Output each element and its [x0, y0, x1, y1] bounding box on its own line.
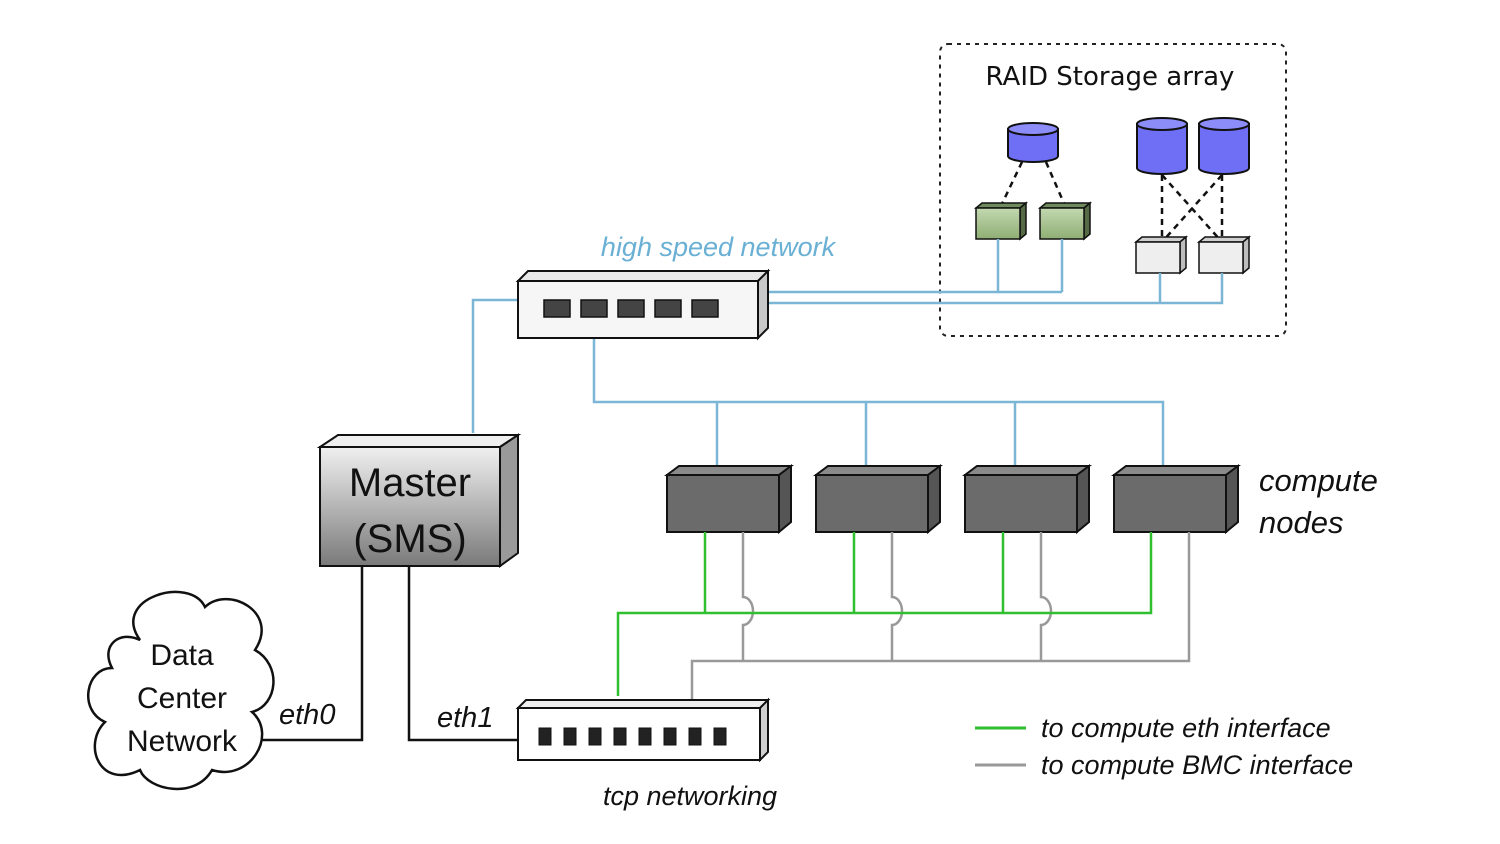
- data-center-network-label: Network: [127, 725, 238, 758]
- legend-eth-label: to compute eth interface: [1041, 713, 1331, 743]
- compute-nodes-label: compute: [1259, 463, 1378, 498]
- storage-controller-icon: [1037, 201, 1093, 241]
- tcp-networking-label: tcp networking: [603, 781, 777, 811]
- disk-icon: [1198, 117, 1250, 175]
- high-speed-switch: [515, 268, 771, 341]
- eth1-label: eth1: [437, 702, 493, 734]
- storage-controller-icon: [1133, 235, 1189, 275]
- disk-icon: [1136, 117, 1188, 175]
- switch-ports: [538, 727, 727, 746]
- compute-node: [813, 464, 943, 535]
- data-center-links: [262, 566, 518, 742]
- cloud-icon: Data Center Network: [87, 590, 275, 791]
- master-label: Master: [349, 461, 471, 505]
- master-server: Master (SMS): [316, 433, 522, 568]
- high-speed-network-label: high speed network: [601, 232, 837, 262]
- disk-icon: [1007, 122, 1059, 163]
- data-center-sublabel: Center: [137, 682, 227, 715]
- storage-title: RAID Storage array: [986, 62, 1235, 92]
- compute-node: [962, 464, 1092, 535]
- legend-bmc-label: to compute BMC interface: [1041, 750, 1353, 780]
- high-speed-links: [471, 239, 1224, 467]
- tcp-switch: [515, 697, 771, 763]
- eth0-label: eth0: [279, 699, 335, 731]
- compute-node: [664, 464, 794, 535]
- eth-links: [616, 532, 1153, 696]
- data-center-label: Data: [150, 639, 214, 672]
- compute-nodes-sublabel: nodes: [1259, 505, 1343, 540]
- storage-boundary: [939, 43, 1287, 337]
- compute-nodes: [664, 464, 1241, 535]
- bmc-links: [690, 532, 1191, 700]
- compute-node: [1111, 464, 1241, 535]
- storage-controller-icon: [1196, 235, 1252, 275]
- storage-controller-icon: [973, 201, 1029, 241]
- disk-controller-links: [998, 161, 1224, 243]
- master-sublabel: (SMS): [353, 517, 466, 561]
- raid-storage-array: RAID Storage array: [939, 43, 1287, 337]
- switch-ports: [543, 299, 719, 318]
- legend: to compute eth interface to compute BMC …: [975, 713, 1353, 780]
